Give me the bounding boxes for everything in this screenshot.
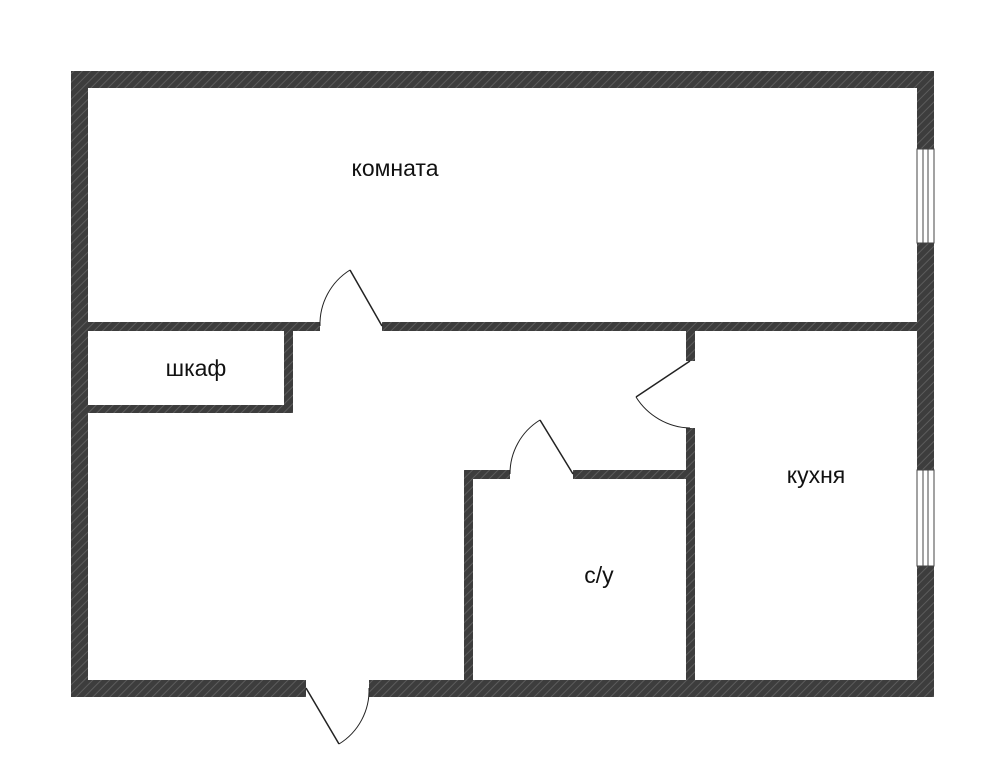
door-bathroom: [509, 419, 574, 475]
door-living-room: [319, 269, 383, 327]
wall-living-right: [382, 322, 917, 331]
door-kitchen: [635, 360, 691, 429]
wall-closet-bottom: [88, 405, 293, 413]
wall-kitchen-upper: [686, 331, 695, 361]
wall-bath-top-left: [464, 470, 510, 479]
room-label-living: комната: [352, 155, 439, 181]
room-label-kitchen: кухня: [787, 462, 845, 488]
outer-wall-right-upper: [917, 71, 934, 149]
window-living-room: [916, 148, 935, 244]
outer-walls: [71, 71, 934, 697]
room-label-bathroom: с/у: [584, 562, 614, 588]
room-label-closet: шкаф: [166, 355, 227, 381]
window-kitchen: [916, 469, 935, 567]
outer-wall-right-lower: [917, 566, 934, 697]
outer-wall-top: [71, 71, 934, 88]
wall-closet-right: [284, 331, 293, 413]
wall-bath-left: [464, 470, 473, 680]
interior-walls: [88, 322, 917, 680]
outer-wall-bottom-left: [71, 680, 306, 697]
outer-wall-bottom-right: [369, 680, 934, 697]
wall-living-left: [88, 322, 320, 331]
outer-wall-right-mid: [917, 243, 934, 470]
wall-bath-top-right: [573, 470, 686, 479]
wall-kitchen-lower: [686, 428, 695, 680]
outer-wall-left: [71, 71, 88, 697]
door-entrance: [305, 687, 370, 745]
